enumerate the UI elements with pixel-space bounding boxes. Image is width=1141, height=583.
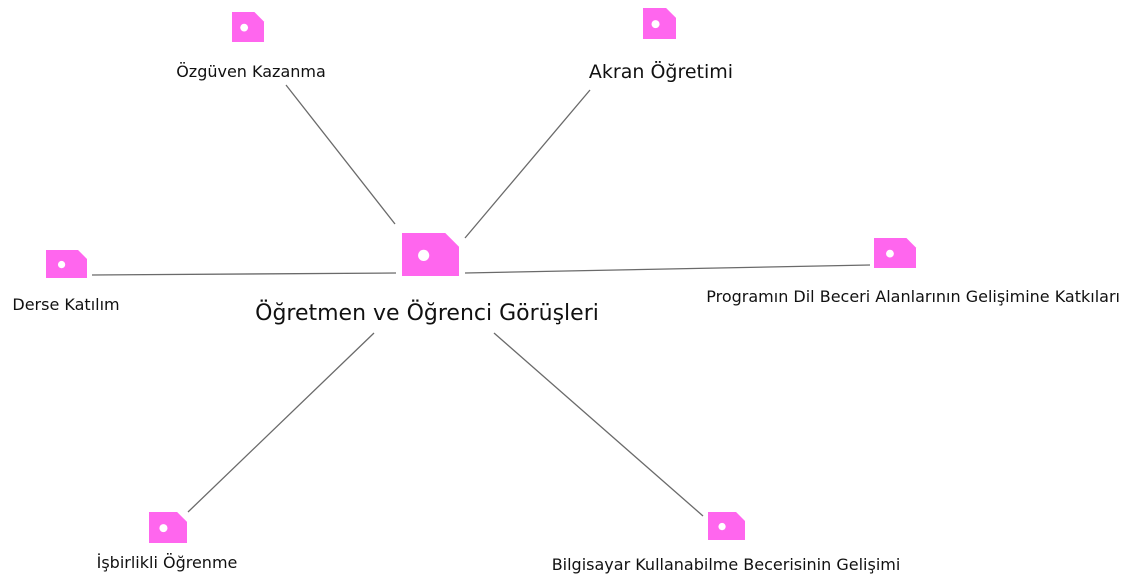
- node-program[interactable]: Programın Dil Beceri Alanlarının Gelişim…: [706, 238, 1120, 306]
- node-derse[interactable]: Derse Katılım: [12, 250, 120, 314]
- edge-isbirlikli: [187, 332, 375, 513]
- node-label-program: Programın Dil Beceri Alanlarının Gelişim…: [706, 287, 1120, 306]
- tag-icon: [874, 238, 916, 268]
- center-node-label: Öğretmen ve Öğrenci Görüşleri: [255, 300, 599, 326]
- node-label-derse: Derse Katılım: [12, 295, 119, 314]
- node-label-isbirlikli: İşbirlikli Öğrenme: [97, 553, 238, 572]
- node-bilgisayar[interactable]: Bilgisayar Kullanabilme Becerisinin Geli…: [552, 512, 901, 574]
- tag-icon: [402, 233, 459, 276]
- node-label-bilgisayar: Bilgisayar Kullanabilme Becerisinin Geli…: [552, 555, 901, 574]
- tag-icon: [643, 8, 676, 39]
- node-isbirlikli[interactable]: İşbirlikli Öğrenme: [97, 512, 238, 572]
- tag-icon: [46, 250, 87, 278]
- node-akran[interactable]: Akran Öğretimi: [589, 8, 733, 83]
- edge-ozguven: [285, 84, 396, 225]
- edge-bilgisayar: [493, 332, 704, 517]
- edges: [91, 84, 871, 517]
- nodes: Öğretmen ve Öğrenci Görüşleri Özgüven Kaz…: [12, 8, 1120, 574]
- tag-icon: [232, 12, 264, 42]
- center-node[interactable]: Öğretmen ve Öğrenci Görüşleri: [255, 233, 599, 326]
- edge-derse: [91, 272, 397, 276]
- node-label-ozguven: Özgüven Kazanma: [176, 62, 326, 81]
- tag-icon: [149, 512, 187, 543]
- edge-akran: [464, 89, 591, 239]
- node-label-akran: Akran Öğretimi: [589, 60, 733, 83]
- tag-icon: [708, 512, 745, 540]
- node-ozguven[interactable]: Özgüven Kazanma: [176, 12, 326, 81]
- edge-program: [464, 264, 871, 274]
